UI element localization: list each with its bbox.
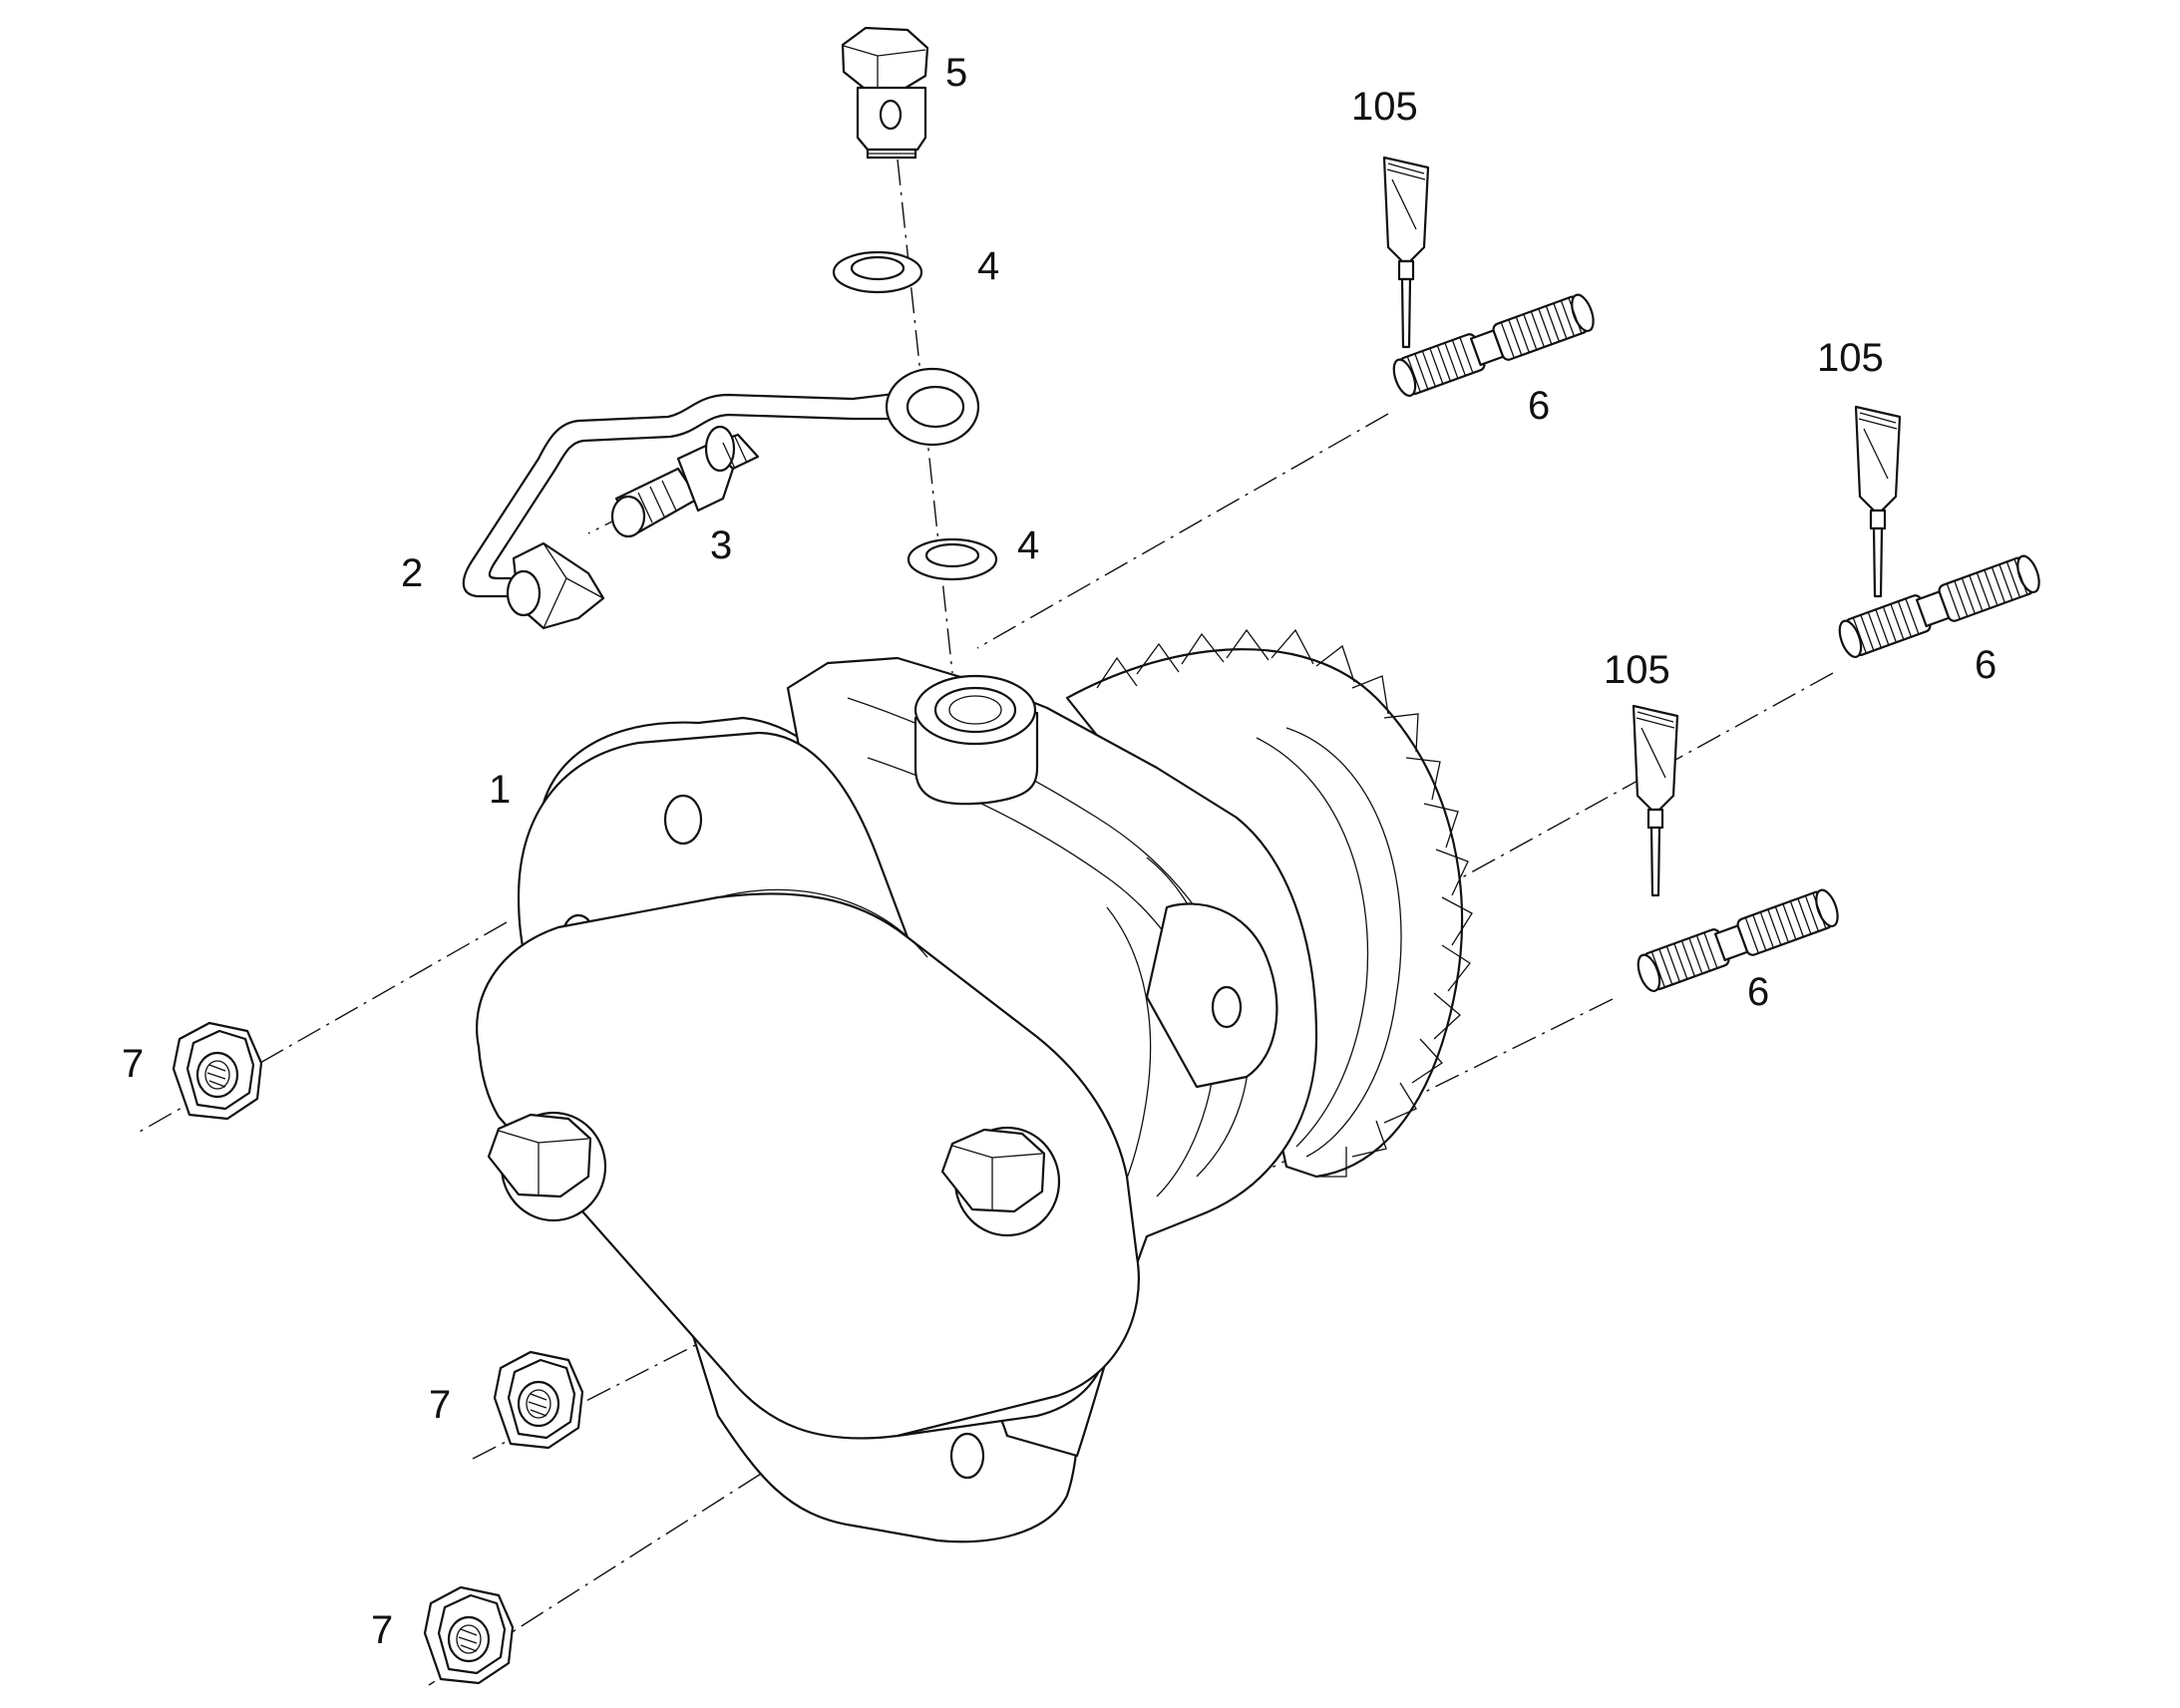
callout-4-lower: 4: [1017, 523, 1039, 567]
flange-nut-lower: [423, 1585, 515, 1685]
callout-105-b: 105: [1817, 336, 1884, 380]
cover-bolt-right: [940, 1126, 1061, 1237]
fuel-pipe: [462, 367, 980, 630]
callout-6-lower: 6: [1747, 970, 1769, 1014]
callout-4-upper: 4: [977, 244, 999, 288]
union-fitting: [610, 425, 760, 538]
callout-6-upper: 6: [1528, 384, 1550, 428]
stud-bolt-middle: [1834, 551, 2045, 661]
flange-nut-upper: [172, 1021, 263, 1121]
sealing-washer-lower: [907, 537, 998, 581]
callout-6-middle: 6: [1975, 643, 1997, 687]
high-pressure-pump: [476, 628, 1473, 1543]
callout-1: 1: [489, 768, 511, 812]
callout-105-c: 105: [1604, 648, 1670, 692]
flange-nut-middle: [493, 1350, 584, 1450]
stud-bolt-upper: [1388, 290, 1600, 400]
callout-2: 2: [401, 551, 423, 595]
cover-bolt-left: [487, 1111, 607, 1222]
callout-3: 3: [710, 523, 732, 567]
sealant-tube-b: [1854, 405, 1902, 598]
sealing-washer-upper: [832, 250, 923, 294]
stud-bolt-lower: [1633, 885, 1844, 995]
sealant-tube-c: [1632, 704, 1679, 897]
sealant-tube-a: [1382, 156, 1430, 349]
banjo-bolt: [841, 26, 929, 160]
callout-7-middle: 7: [429, 1383, 451, 1427]
callout-5: 5: [945, 51, 967, 95]
callout-7-lower: 7: [371, 1608, 393, 1652]
callout-7-upper: 7: [122, 1042, 144, 1086]
callout-105-a: 105: [1351, 85, 1418, 129]
inlet-boss: [913, 674, 1039, 806]
